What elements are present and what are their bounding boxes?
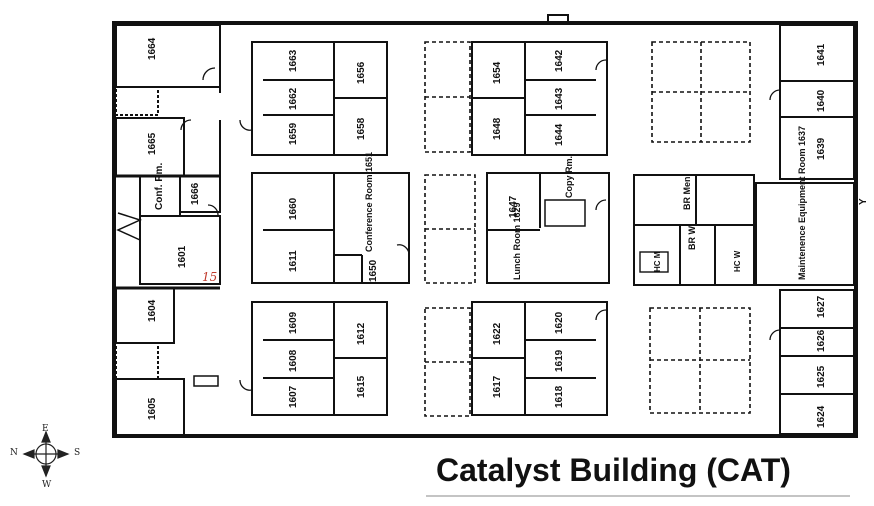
label-edge-y: Y: [858, 198, 869, 205]
label-1612: 1612: [356, 322, 367, 345]
label-hc-m: HC M: [653, 251, 662, 272]
building-title: Catalyst Building (CAT): [436, 452, 791, 488]
compass-rose-icon: [22, 430, 70, 478]
label-1620: 1620: [554, 311, 565, 334]
label-hc-w: HC W: [733, 250, 742, 272]
label-1640: 1640: [816, 89, 827, 112]
label-1607: 1607: [288, 385, 299, 408]
label-1666: 1666: [190, 182, 201, 205]
label-1639: 1639: [816, 137, 827, 160]
label-maintenance: Maintenence Equipment Room 1637: [797, 126, 807, 280]
label-1625: 1625: [816, 365, 827, 388]
label-1624: 1624: [816, 405, 827, 428]
building-outline: [112, 21, 858, 438]
label-1644: 1644: [554, 123, 565, 146]
compass: N E S W: [8, 424, 88, 500]
room-1604: [115, 287, 175, 344]
label-1627: 1627: [816, 295, 827, 318]
label-1626: 1626: [816, 329, 827, 352]
label-conf: Conf. Rm.: [154, 163, 165, 210]
label-1643: 1643: [554, 87, 565, 110]
label-1615: 1615: [356, 375, 367, 398]
label-1654: 1654: [492, 61, 503, 84]
label-1642: 1642: [554, 49, 565, 72]
label-1604: 1604: [147, 299, 158, 322]
label-1658: 1658: [356, 117, 367, 140]
room-1605: [115, 378, 185, 437]
label-copy: Copy Rm.: [564, 156, 574, 198]
label-1609: 1609: [288, 311, 299, 334]
label-1608: 1608: [288, 349, 299, 372]
compass-w: W: [42, 480, 52, 490]
compass-n: N: [10, 448, 18, 458]
compass-s: S: [74, 448, 81, 458]
compass-e: E: [42, 424, 49, 434]
label-1605: 1605: [147, 397, 158, 420]
label-1663: 1663: [288, 49, 299, 72]
label-1648: 1648: [492, 117, 503, 140]
label-1660: 1660: [288, 197, 299, 220]
label-1622: 1622: [492, 322, 503, 345]
label-br-w: BR W: [687, 226, 697, 250]
label-1618: 1618: [554, 385, 565, 408]
room-1601: [139, 215, 221, 285]
label-1611: 1611: [288, 250, 299, 272]
label-1619: 1619: [554, 349, 565, 372]
label-1601: 1601: [177, 245, 188, 268]
label-1665: 1665: [147, 132, 158, 155]
title-block: Catalyst Building (CAT): [426, 448, 850, 498]
label-1650: 1650: [368, 259, 379, 282]
label-1656: 1656: [356, 61, 367, 84]
label-lunch: Lunch Room 1629: [512, 202, 522, 280]
label-1659: 1659: [288, 122, 299, 145]
maintenance-room: [755, 182, 855, 286]
label-1617: 1617: [492, 375, 503, 398]
handwritten-note: 15: [202, 270, 217, 284]
label-1664: 1664: [147, 37, 158, 60]
label-1662: 1662: [288, 87, 299, 110]
label-br-men: BR Men: [682, 177, 692, 211]
room-1664: [115, 24, 221, 88]
label-conference-1651: Conference Room 1651: [364, 152, 374, 252]
label-1647: 1647: [508, 195, 519, 218]
label-1641: 1641: [816, 43, 827, 66]
